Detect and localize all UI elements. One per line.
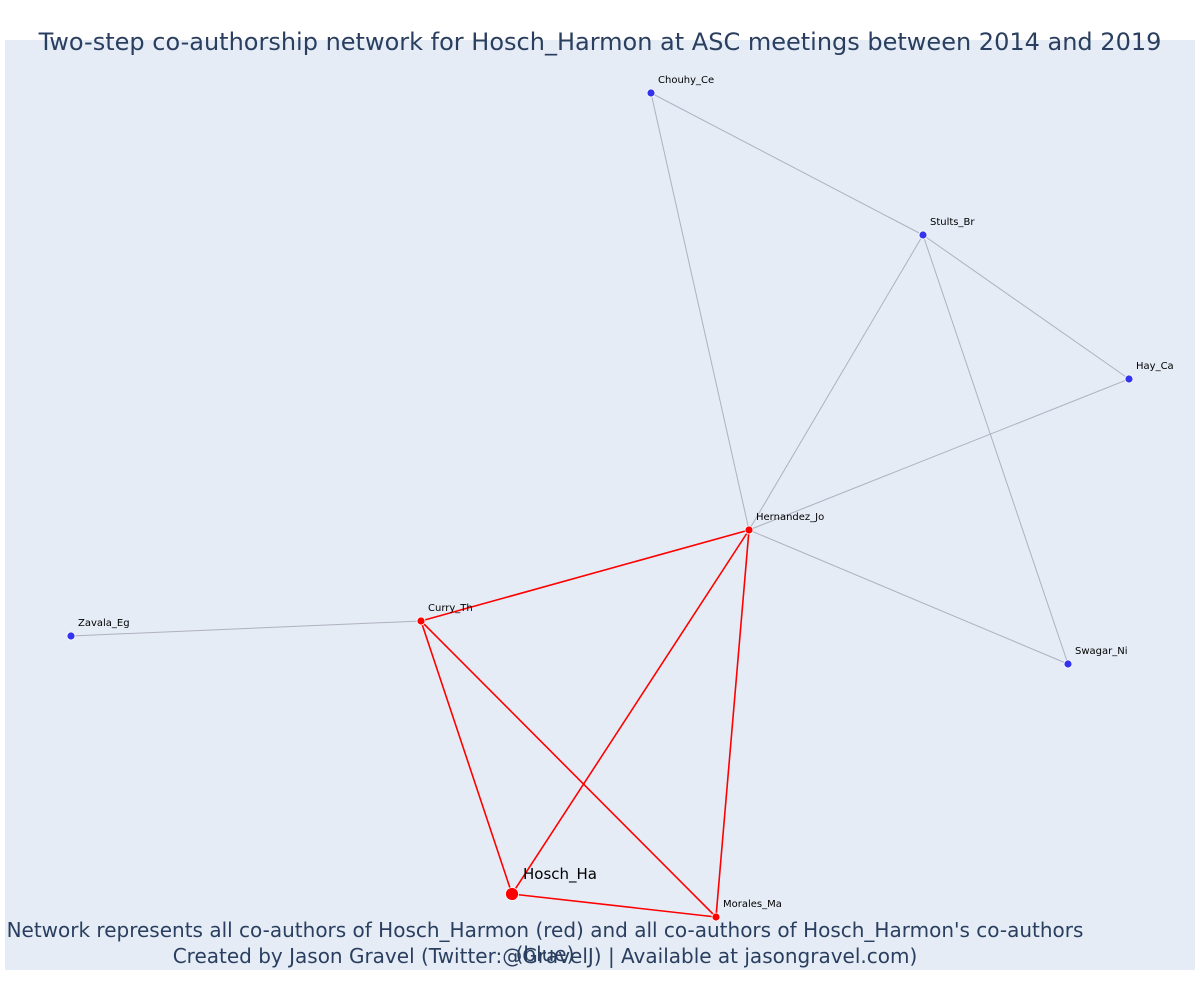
edge-Stults_Br-Swagar_Ni xyxy=(922,234,1069,665)
node-label-Curry_Th: Curry_Th xyxy=(428,603,473,614)
edge-Curry_Th-Morales_Ma xyxy=(420,620,717,918)
edge-Hernandez_Jo-Swagar_Ni xyxy=(748,529,1069,665)
node-label-Swagar_Ni: Swagar_Ni xyxy=(1075,646,1128,657)
edge-Curry_Th-Hernandez_Jo xyxy=(420,529,750,622)
node-Hosch_Ha[interactable] xyxy=(505,887,519,901)
edge-Hernandez_Jo-Hay_Ca xyxy=(748,378,1130,531)
node-Zavala_Eg[interactable] xyxy=(66,631,76,641)
node-Swagar_Ni[interactable] xyxy=(1063,659,1073,669)
edge-Chouhy_Ce-Stults_Br xyxy=(650,92,924,236)
node-Stults_Br[interactable] xyxy=(918,230,928,240)
chart-title: Two-step co-authorship network for Hosch… xyxy=(38,28,1162,56)
node-label-Stults_Br: Stults_Br xyxy=(930,217,975,228)
caption-line-1: Network represents all co-authors of Hos… xyxy=(6,918,1084,966)
edges-layer xyxy=(70,92,1130,918)
caption-line-2: Created by Jason Gravel (Twitter:@Gravel… xyxy=(172,944,918,968)
node-Hernandez_Jo[interactable] xyxy=(744,525,754,535)
node-Hay_Ca[interactable] xyxy=(1124,374,1134,384)
edge-Hosch_Ha-Curry_Th xyxy=(420,620,513,895)
node-Curry_Th[interactable] xyxy=(416,616,426,626)
edge-Hosch_Ha-Hernandez_Jo xyxy=(511,529,750,895)
node-Morales_Ma[interactable] xyxy=(711,912,721,922)
edge-Hernandez_Jo-Morales_Ma xyxy=(715,529,750,918)
node-label-Zavala_Eg: Zavala_Eg xyxy=(78,618,130,629)
edge-Hosch_Ha-Morales_Ma xyxy=(511,893,717,918)
node-label-Hosch_Ha: Hosch_Ha xyxy=(523,865,597,884)
plot-area xyxy=(5,40,1195,970)
edge-Stults_Br-Hay_Ca xyxy=(922,234,1130,380)
node-label-Hernandez_Jo: Hernandez_Jo xyxy=(756,512,824,523)
nodes-layer xyxy=(66,88,1134,922)
edge-Curry_Th-Zavala_Eg xyxy=(70,620,422,637)
node-label-Hay_Ca: Hay_Ca xyxy=(1136,361,1174,372)
node-label-Chouhy_Ce: Chouhy_Ce xyxy=(658,75,714,86)
node-label-Morales_Ma: Morales_Ma xyxy=(723,899,782,910)
edge-Hernandez_Jo-Stults_Br xyxy=(748,234,924,531)
edge-Hernandez_Jo-Chouhy_Ce xyxy=(650,92,750,531)
node-Chouhy_Ce[interactable] xyxy=(646,88,656,98)
